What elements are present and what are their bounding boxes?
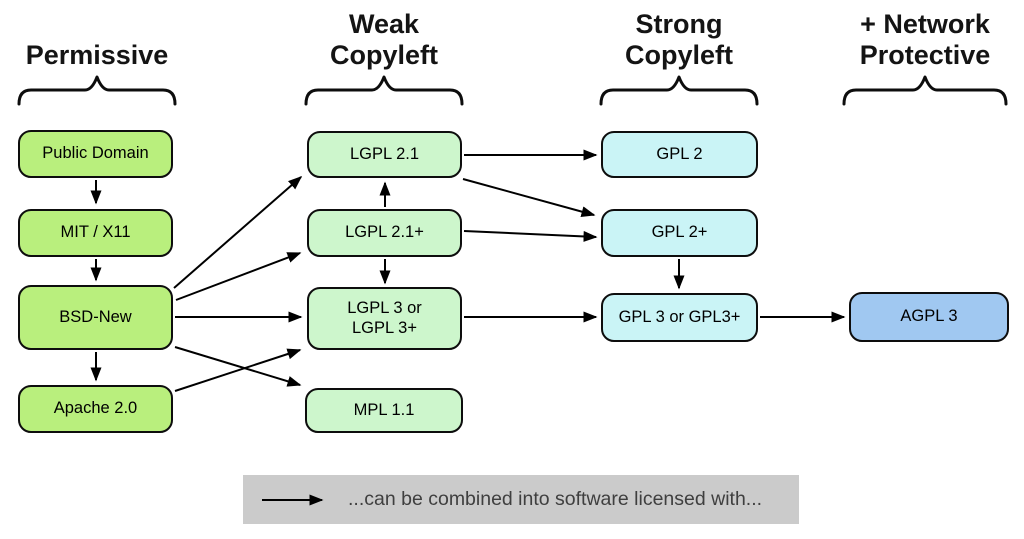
- node-apache-2-0: Apache 2.0: [18, 385, 173, 433]
- node-gpl-3-or-gpl3-plus: GPL 3 or GPL3+: [601, 293, 758, 342]
- brace-strong-copyleft: [599, 75, 759, 106]
- group-header-weak-copyleft: Weak Copyleft: [330, 8, 438, 71]
- group-header-strong-copyleft: Strong Copyleft: [625, 8, 733, 71]
- edge-bsd-new-to-lgpl-2-1-plus: [175, 252, 302, 301]
- edge-lgpl-2-1-to-gpl-2-plus: [462, 178, 596, 217]
- group-header-permissive: Permissive: [25, 40, 169, 71]
- node-public-domain: Public Domain: [18, 130, 173, 178]
- legend: ...can be combined into software license…: [243, 475, 799, 524]
- node-gpl-2-plus: GPL 2+: [601, 209, 758, 257]
- node-mit-x11: MIT / X11: [18, 209, 173, 257]
- node-mpl-1-1: MPL 1.1: [305, 388, 463, 433]
- node-lgpl-2-1: LGPL 2.1: [307, 131, 462, 178]
- edge-bsd-new-to-mpl-1-1: [174, 346, 302, 387]
- node-bsd-new: BSD-New: [18, 285, 173, 350]
- node-lgpl-2-1-plus: LGPL 2.1+: [307, 209, 462, 257]
- legend-text: ...can be combined into software license…: [348, 488, 763, 510]
- group-header-network-protective: + Network Protective: [859, 8, 991, 71]
- edge-apache-2-0-to-lgpl-3: [174, 348, 302, 392]
- brace-permissive: [17, 75, 177, 106]
- edge-bsd-new-to-lgpl-2-1: [173, 176, 303, 289]
- edge-lgpl-2-1-plus-to-gpl-2-plus: [463, 230, 598, 242]
- legend-arrow-icon: [262, 494, 324, 505]
- node-lgpl-3-or-lgpl-3-plus: LGPL 3 or LGPL 3+: [307, 287, 462, 350]
- brace-network-protective: [842, 75, 1008, 106]
- node-gpl-2: GPL 2: [601, 131, 758, 178]
- brace-weak-copyleft: [304, 75, 464, 106]
- node-agpl-3: AGPL 3: [849, 292, 1009, 342]
